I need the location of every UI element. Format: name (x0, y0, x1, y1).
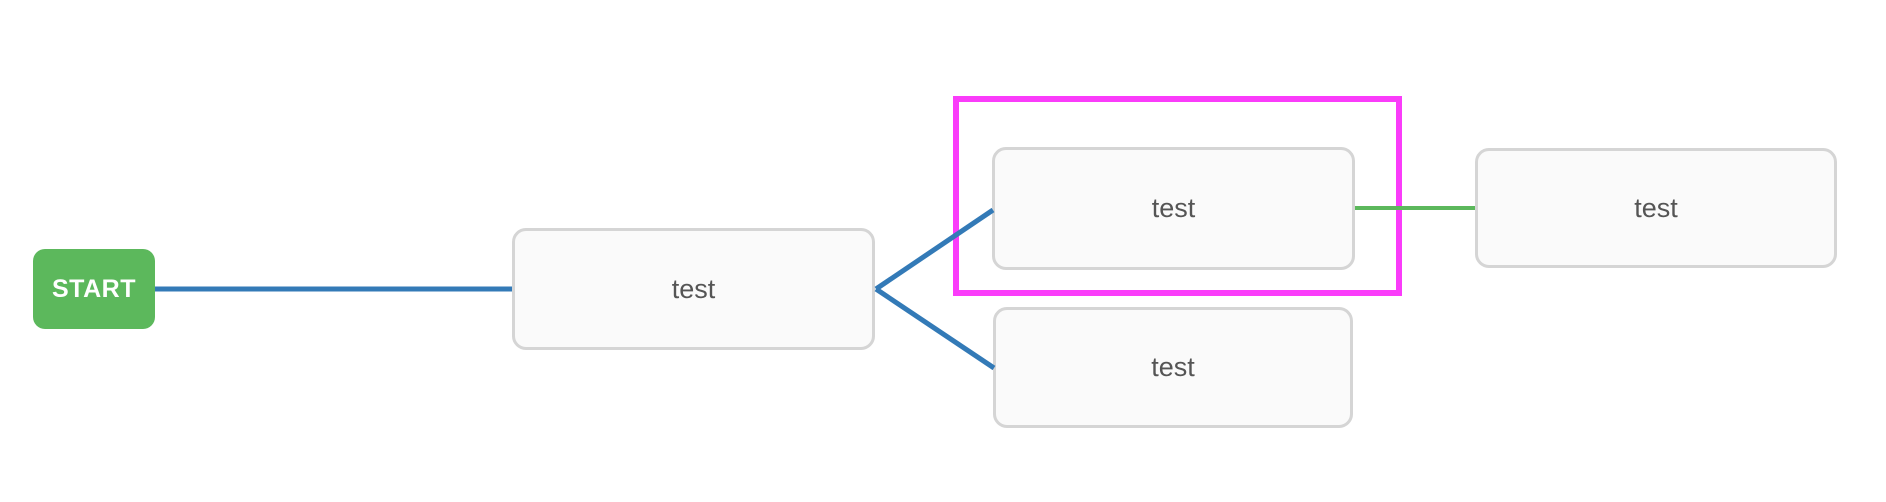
node-label: test (1151, 352, 1195, 382)
node-label: START (52, 274, 136, 303)
node-label: test (1151, 193, 1196, 223)
node-label: test (671, 273, 716, 304)
step-node-2[interactable]: test (992, 147, 1355, 270)
node-label: test (1634, 192, 1678, 223)
selection-highlight (953, 96, 1402, 296)
step-node-3[interactable]: test (993, 307, 1353, 428)
step-node-4[interactable]: test (1475, 148, 1837, 268)
step-node-1[interactable]: test (512, 228, 875, 350)
start-node[interactable]: START (33, 249, 155, 329)
